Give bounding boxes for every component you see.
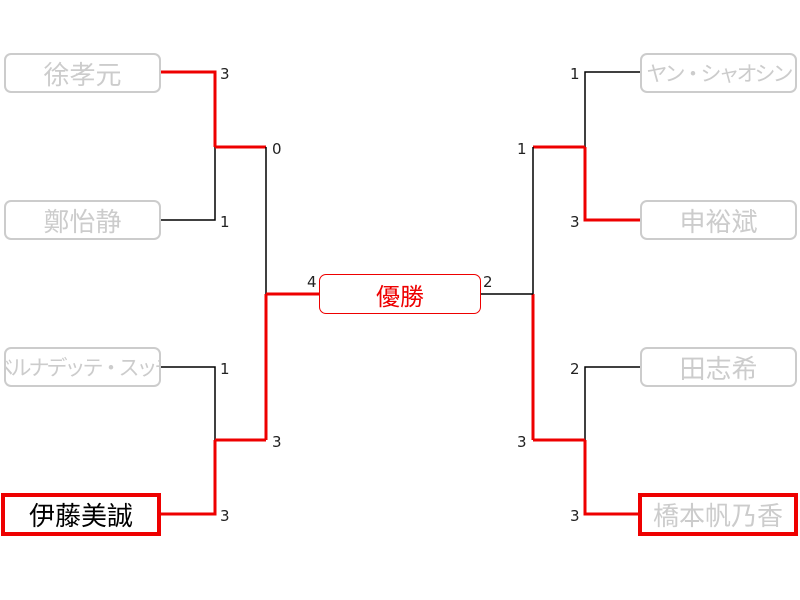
player-name: 鄭怡静 (43, 207, 122, 238)
score-right-r2-1: 1 (517, 140, 527, 158)
score-left-r1-4: 3 (220, 507, 230, 525)
player-name: ヤン・シャオシン (646, 62, 794, 86)
player-name: 申裕斌 (679, 207, 758, 238)
score-left-r1-2: 1 (220, 213, 230, 231)
player-name: 田志希 (679, 354, 758, 385)
player-box-left-4-champion: 伊藤美誠 (1, 493, 161, 536)
score-left-r2-2: 3 (272, 433, 282, 451)
player-box-right-4-finalist: 橋本帆乃香 (638, 493, 798, 536)
score-right-r1-1: 1 (570, 65, 580, 83)
player-name: 橋本帆乃香 (652, 502, 783, 532)
score-left-r1-1: 3 (220, 65, 230, 83)
player-name: 徐孝元 (43, 60, 122, 91)
player-box-right-3: 田志希 (640, 347, 797, 387)
champion-box: 優勝 (319, 274, 481, 314)
player-name: ベルナデッテ・スッチ (6, 356, 159, 380)
player-box-left-3: ベルナデッテ・スッチ (4, 347, 161, 387)
right-r1-match-2-lines (533, 366, 640, 516)
left-r1-match-2-lines (160, 366, 266, 516)
score-left-final: 4 (307, 273, 317, 291)
player-box-right-1: ヤン・シャオシン (640, 53, 797, 93)
left-r2-lines (264, 147, 320, 440)
player-name: 伊藤美誠 (28, 502, 133, 532)
left-r1-match-1-lines (160, 70, 266, 221)
player-box-right-2: 申裕斌 (640, 200, 797, 240)
player-box-left-1: 徐孝元 (4, 53, 161, 93)
score-right-r1-2: 3 (570, 213, 580, 231)
score-right-final: 2 (483, 273, 493, 291)
champion-label: 優勝 (376, 282, 424, 311)
score-left-r2-1: 0 (272, 140, 282, 158)
right-r2-lines (480, 147, 535, 440)
score-right-r1-3: 2 (570, 360, 580, 378)
score-right-r2-2: 3 (517, 433, 527, 451)
right-r1-match-1-lines (533, 71, 640, 222)
score-right-r1-4: 3 (570, 507, 580, 525)
score-left-r1-3: 1 (220, 360, 230, 378)
player-box-left-2: 鄭怡静 (4, 200, 161, 240)
